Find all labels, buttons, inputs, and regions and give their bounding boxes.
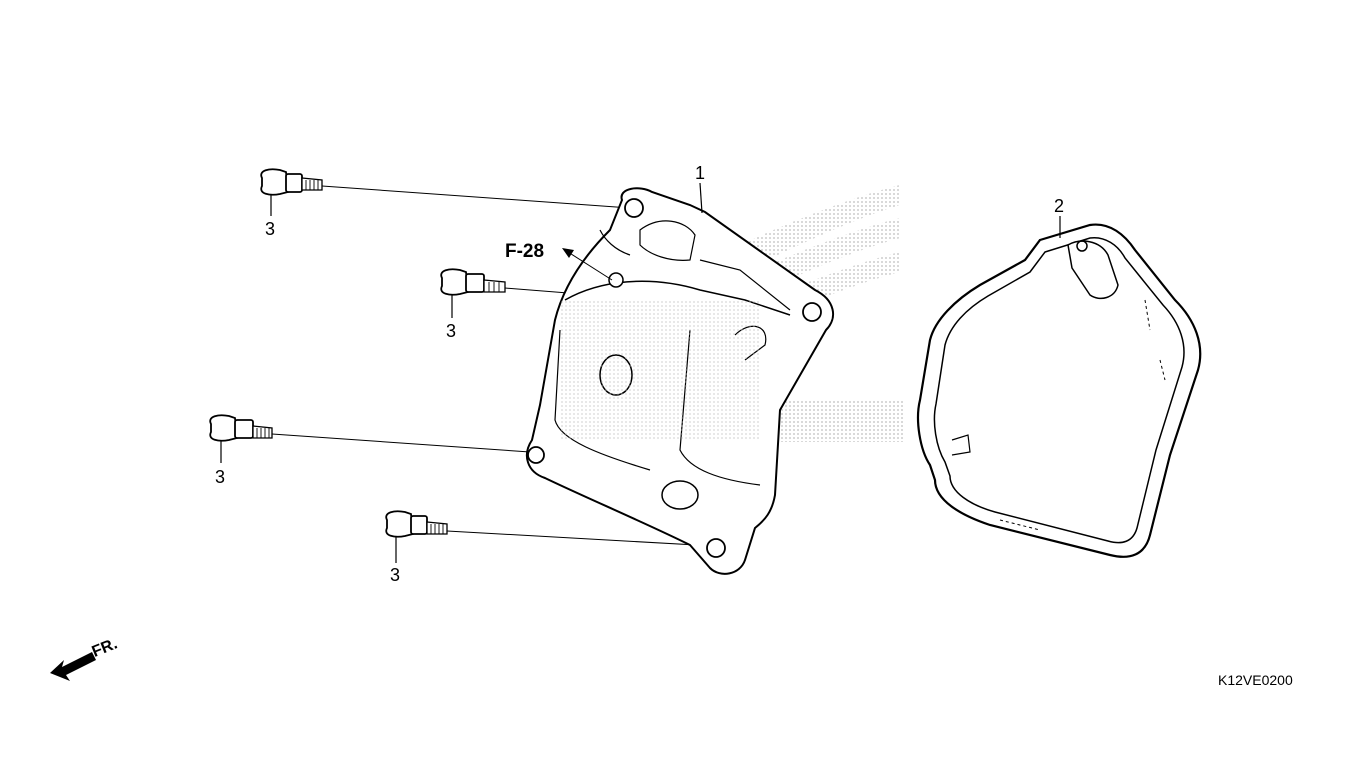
callout-bolt-b: 3 (446, 321, 457, 341)
cover-shading (560, 300, 760, 440)
reference-arrow (562, 248, 613, 281)
front-direction-arrow-icon (50, 652, 96, 681)
flange-bolt-d (385, 510, 448, 538)
reference-label: F-28 (505, 241, 545, 262)
callout-gasket: 2 (1054, 196, 1065, 216)
callout-bolt-d: 3 (390, 565, 401, 585)
head-cover-gasket (916, 223, 1202, 558)
flange-bolt-c (209, 414, 273, 442)
flange-bolt-b (440, 268, 506, 296)
callout-bolt-c: 3 (215, 467, 226, 487)
callout-bolt-a: 3 (265, 219, 276, 239)
callout-cover: 1 (695, 163, 706, 183)
callout-lines (220, 182, 1061, 563)
diagram-code: K12VE0200 (1218, 672, 1293, 688)
flange-bolt-a (260, 168, 323, 196)
